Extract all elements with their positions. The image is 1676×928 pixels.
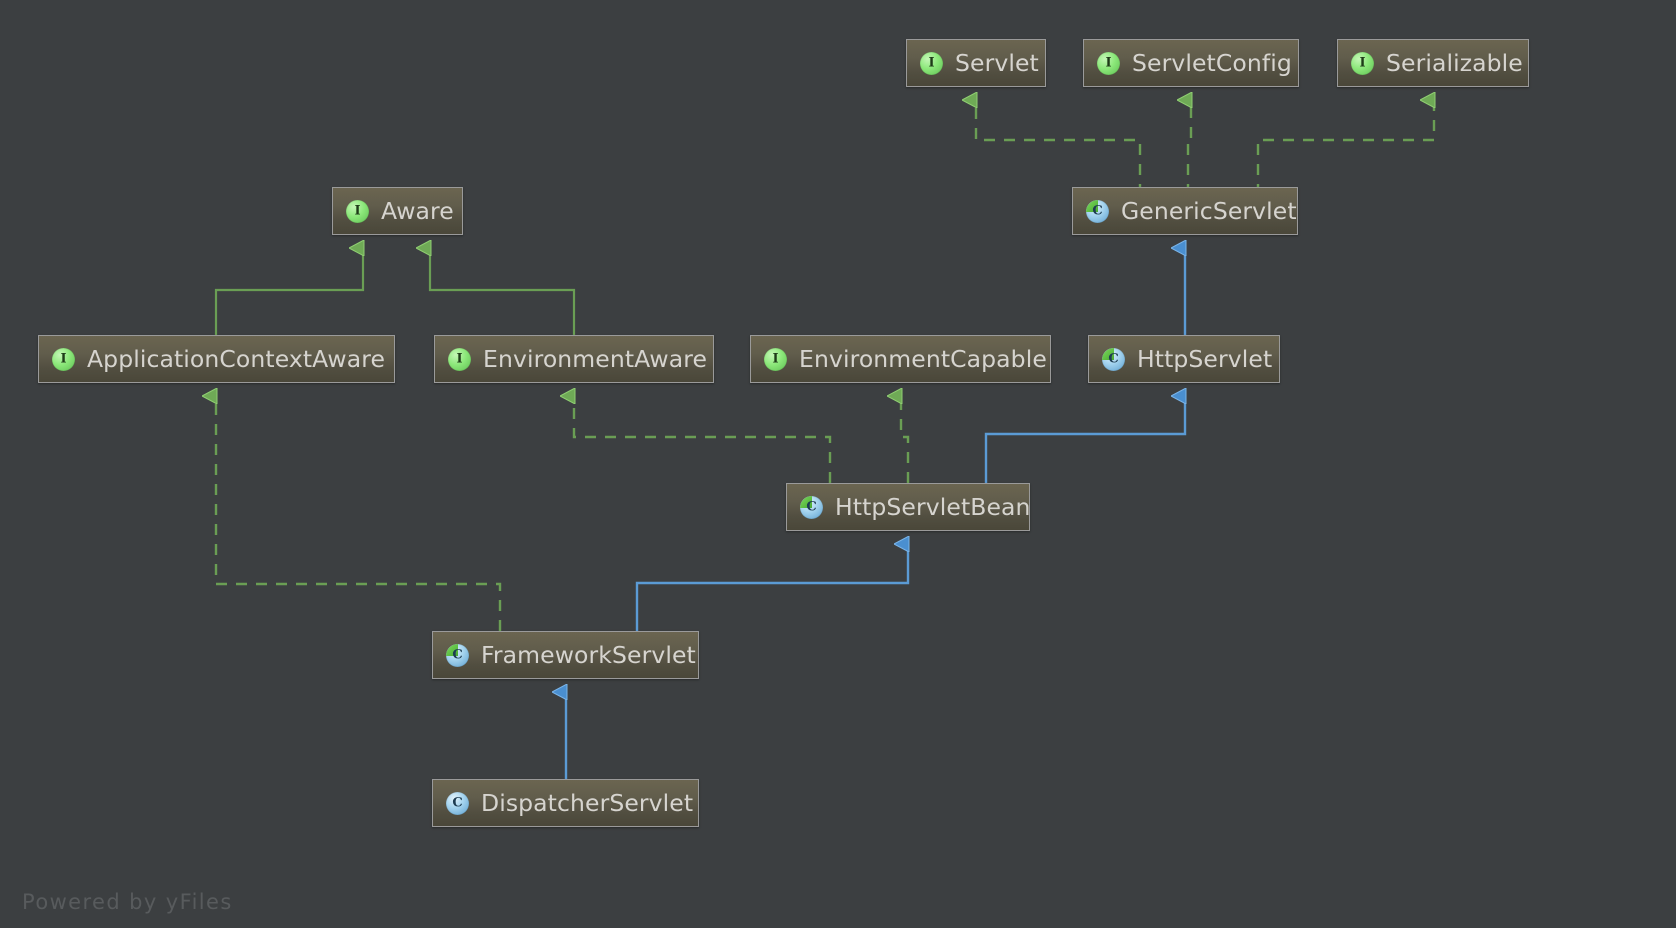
class-node-label: HttpServlet xyxy=(1137,345,1273,373)
class-node-label: Servlet xyxy=(955,49,1039,77)
edge-httpservletbean-environmentcapable xyxy=(901,396,910,483)
class-node-servlet[interactable]: Servlet xyxy=(906,39,1046,87)
interface-icon xyxy=(346,199,369,223)
interface-icon xyxy=(52,347,75,371)
class-node-httpservletbean[interactable]: HttpServletBean xyxy=(786,483,1030,531)
class-node-genericservlet[interactable]: GenericServlet xyxy=(1072,187,1298,235)
class-node-label: ServletConfig xyxy=(1132,49,1292,77)
class-node-aware[interactable]: Aware xyxy=(332,187,463,235)
class-node-dispatcherservlet[interactable]: DispatcherServlet xyxy=(432,779,699,827)
edge-frameworkservlet-applicationcontextaware xyxy=(216,396,502,631)
class-node-environmentcapable[interactable]: EnvironmentCapable xyxy=(750,335,1051,383)
class-node-label: Serializable xyxy=(1386,49,1523,77)
class-node-serializable[interactable]: Serializable xyxy=(1337,39,1529,87)
class-node-label: FrameworkServlet xyxy=(481,641,696,669)
class-node-applicationcontextaware[interactable]: ApplicationContextAware xyxy=(38,335,395,383)
interface-icon xyxy=(764,347,787,371)
class-node-label: Aware xyxy=(381,197,454,225)
class-green-icon xyxy=(1086,199,1109,223)
edge-applicationcontextaware-aware xyxy=(214,248,363,335)
class-green-icon xyxy=(1102,347,1125,371)
class-green-icon xyxy=(446,643,469,667)
class-node-label: EnvironmentCapable xyxy=(799,345,1047,373)
edge-httpservletbean-environmentaware xyxy=(574,396,832,483)
yfiles-watermark: Powered by yFiles xyxy=(22,890,233,914)
interface-icon xyxy=(448,347,471,371)
class-node-environmentaware[interactable]: EnvironmentAware xyxy=(434,335,714,383)
class-node-label: ApplicationContextAware xyxy=(87,345,386,373)
class-green-icon xyxy=(800,495,823,519)
interface-icon xyxy=(1097,51,1120,75)
interface-icon xyxy=(920,51,943,75)
edge-httpservletbean-httpservlet xyxy=(984,396,1185,483)
class-node-label: DispatcherServlet xyxy=(481,789,694,817)
class-node-frameworkservlet[interactable]: FrameworkServlet xyxy=(432,631,699,679)
class-node-httpservlet[interactable]: HttpServlet xyxy=(1088,335,1280,383)
edge-frameworkservlet-httpservletbean xyxy=(635,544,908,631)
class-node-label: GenericServlet xyxy=(1121,197,1297,225)
class-icon xyxy=(446,791,469,815)
class-node-label: HttpServletBean xyxy=(835,493,1031,521)
class-node-label: EnvironmentAware xyxy=(483,345,708,373)
class-node-servletconfig[interactable]: ServletConfig xyxy=(1083,39,1299,87)
interface-icon xyxy=(1351,51,1374,75)
edge-environmentaware-aware xyxy=(430,248,576,335)
